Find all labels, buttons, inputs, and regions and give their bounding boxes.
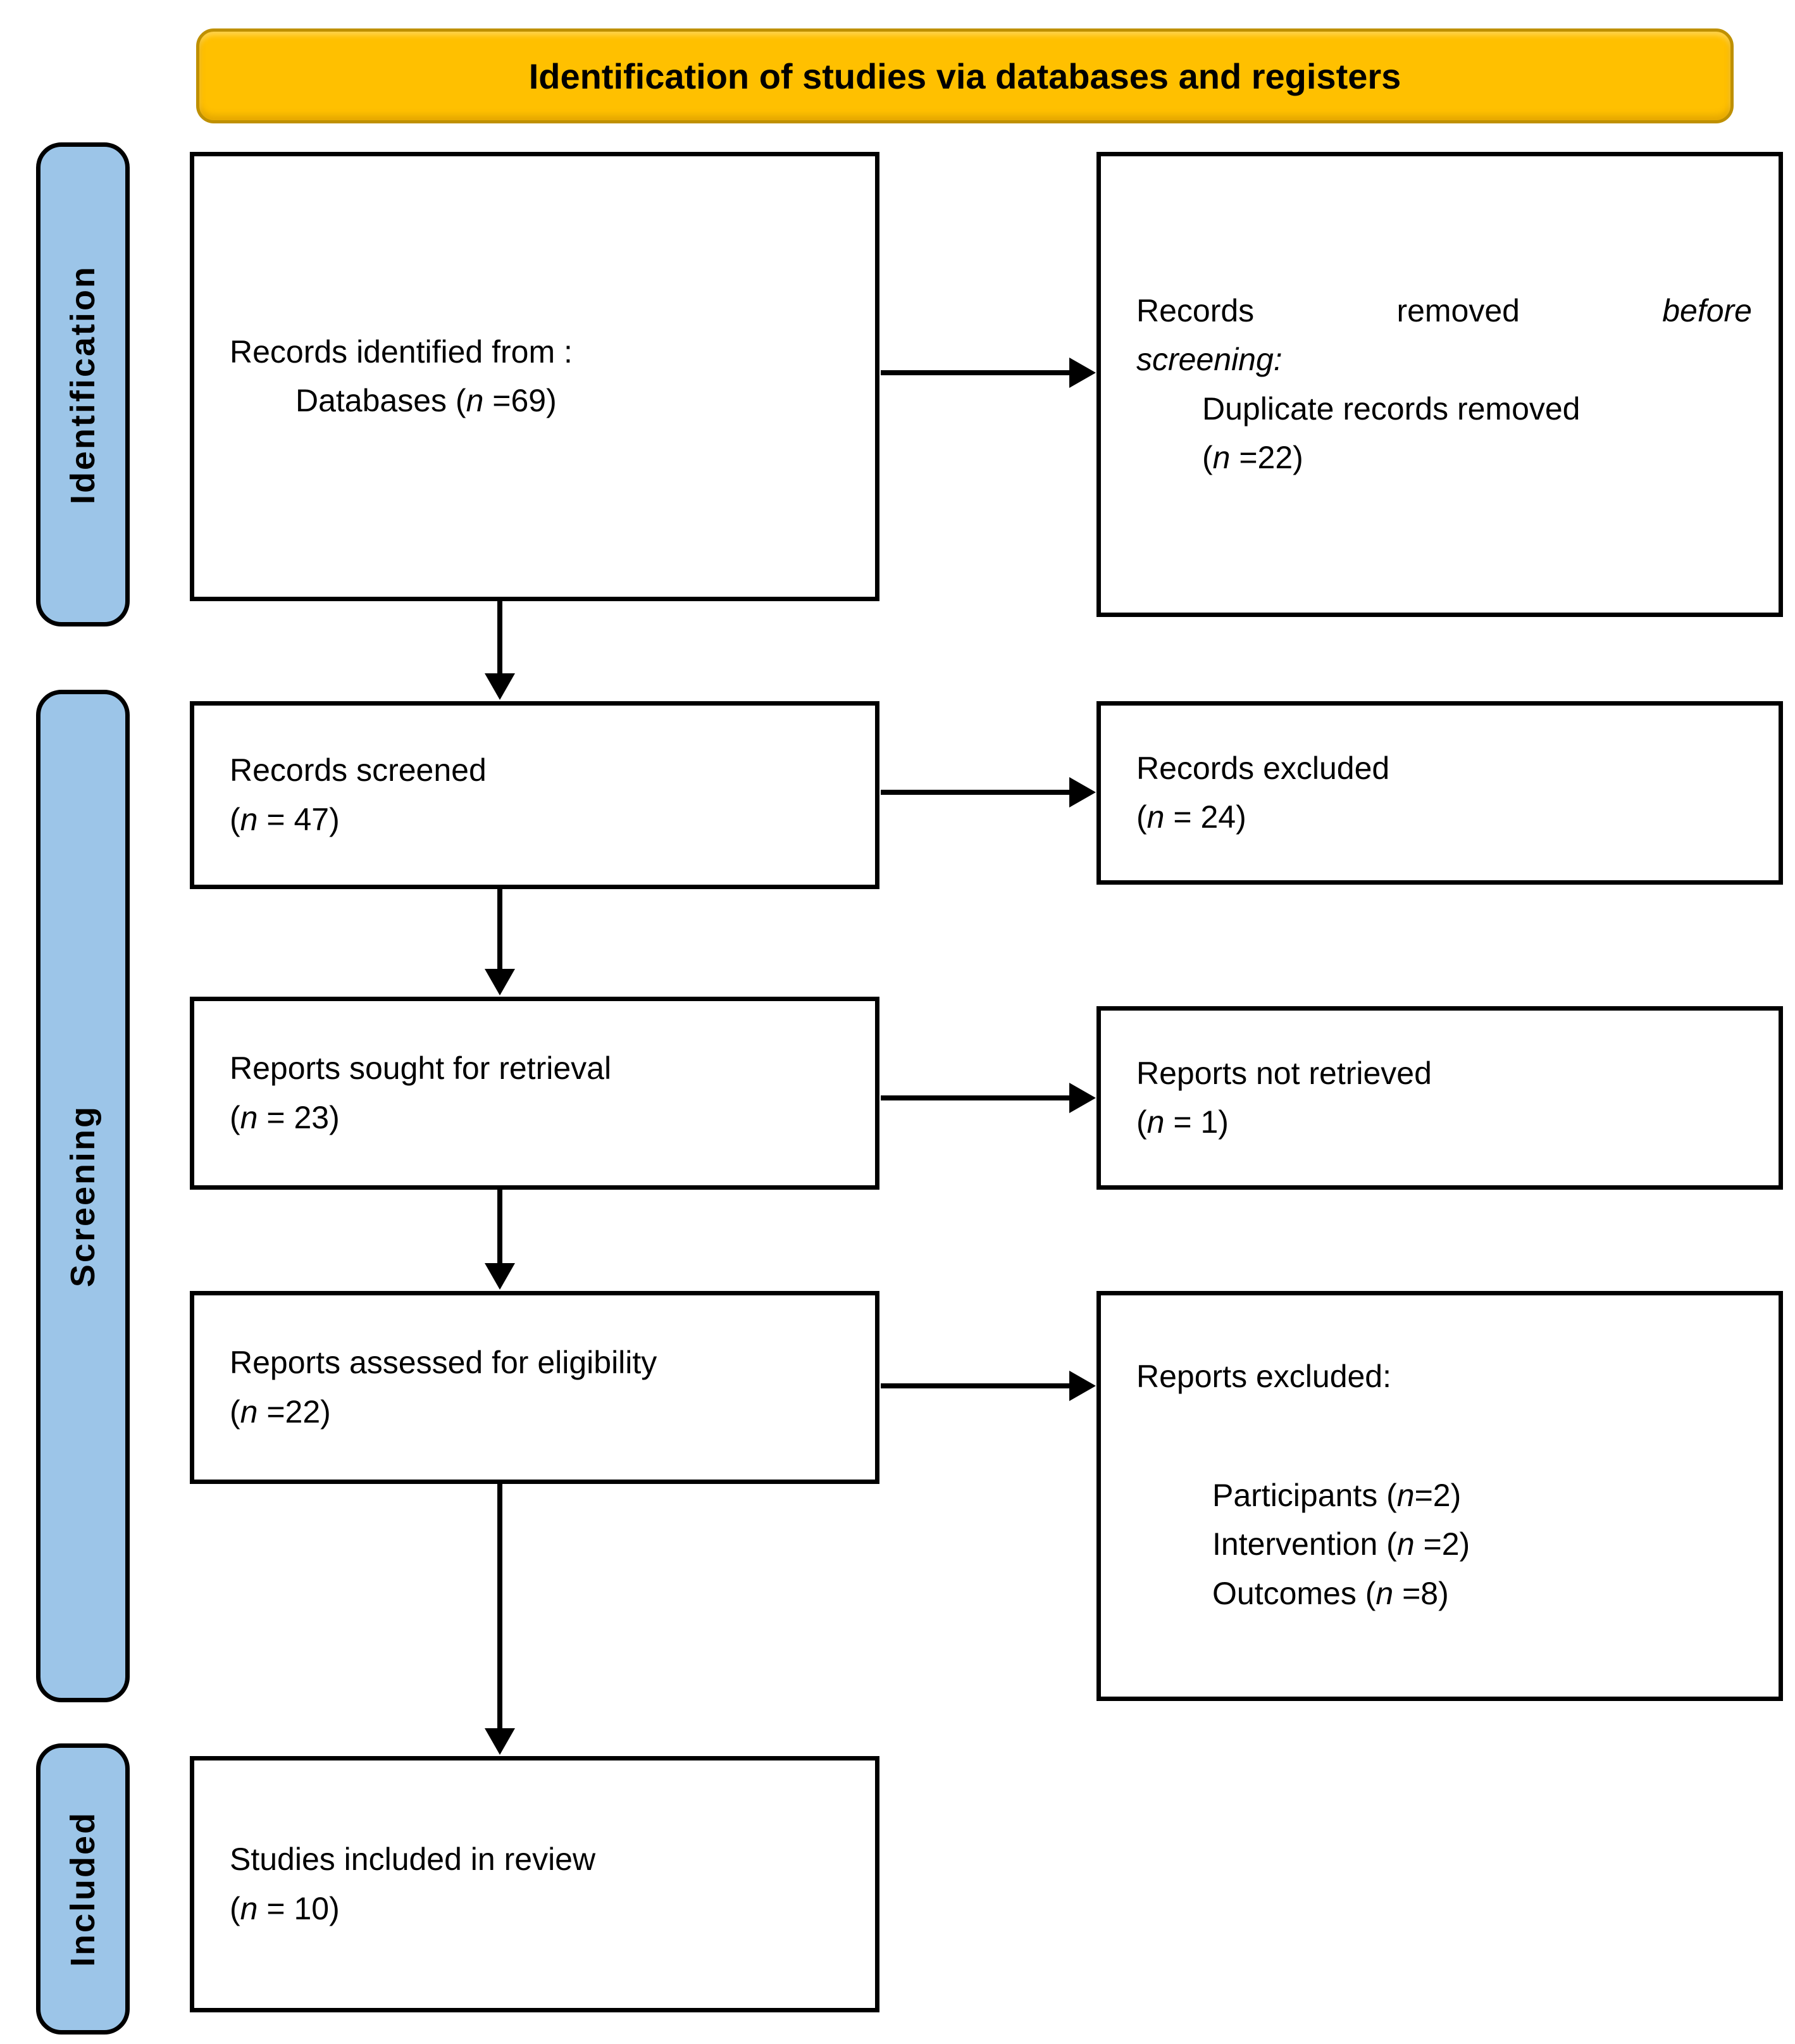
- reports-excluded-line1: Reports excluded:: [1136, 1359, 1392, 1394]
- stage-screening-label: Screening: [64, 1104, 102, 1288]
- records-removed-line1: Records removed before: [1136, 292, 1752, 328]
- records-removed-line2: screening:: [1136, 342, 1283, 377]
- records-removed-line3: Duplicate records removed: [1202, 390, 1581, 427]
- reports-sought-line2: (n = 23): [230, 1099, 340, 1135]
- records-identified-line1: Records identified from :: [230, 333, 573, 370]
- reports-excluded-item-outcomes: Outcomes (n =8): [1212, 1575, 1449, 1611]
- reports-assessed-line2: (n =22): [230, 1393, 331, 1430]
- studies-included-line1: Studies included in review: [230, 1841, 596, 1877]
- diagram-title: Identification of studies via databases …: [528, 56, 1401, 96]
- arrow-right-icon: [881, 1083, 1096, 1113]
- box-records-screened: Records screened (n = 47): [190, 701, 879, 889]
- box-studies-included: Studies included in review (n = 10): [190, 1756, 879, 2012]
- box-records-identified: Records identified from : Databases (n =…: [190, 152, 879, 601]
- arrow-down-icon: [485, 1483, 515, 1755]
- arrow-right-icon: [881, 358, 1096, 388]
- arrow-right-icon: [881, 777, 1096, 807]
- reports-sought-line1: Reports sought for retrieval: [230, 1050, 612, 1086]
- box-reports-not-retrieved: Reports not retrieved (n = 1): [1096, 1006, 1783, 1190]
- stage-included: Included: [36, 1743, 130, 2035]
- arrow-right-icon: [881, 1371, 1096, 1401]
- records-identified-line2: Databases (n =69): [295, 383, 557, 418]
- reports-excluded-item-intervention: Intervention (n =2): [1212, 1526, 1470, 1562]
- box-records-removed: Records removed before screening: Duplic…: [1096, 152, 1783, 617]
- reports-excluded-item-participants: Participants (n=2): [1212, 1477, 1462, 1513]
- box-records-excluded: Records excluded (n = 24): [1096, 701, 1783, 885]
- records-excluded-line1: Records excluded: [1136, 750, 1390, 786]
- reports-not-retrieved-line1: Reports not retrieved: [1136, 1055, 1432, 1091]
- studies-included-line2: (n = 10): [230, 1890, 340, 1926]
- box-reports-assessed: Reports assessed for eligibility (n =22): [190, 1291, 879, 1484]
- arrow-down-icon: [485, 888, 515, 995]
- records-removed-line4: (n =22): [1202, 440, 1303, 475]
- stage-identification: Identification: [36, 142, 130, 626]
- records-screened-line1: Records screened: [230, 752, 487, 788]
- stage-screening: Screening: [36, 690, 130, 1702]
- stage-included-label: Included: [64, 1810, 102, 1967]
- records-excluded-line2: (n = 24): [1136, 799, 1246, 835]
- records-screened-line2: (n = 47): [230, 801, 340, 837]
- box-reports-excluded: Reports excluded: Participants (n=2) Int…: [1096, 1291, 1783, 1701]
- box-reports-sought: Reports sought for retrieval (n = 23): [190, 997, 879, 1190]
- reports-assessed-line1: Reports assessed for eligibility: [230, 1345, 657, 1380]
- arrow-down-icon: [485, 600, 515, 700]
- title-banner: Identification of studies via databases …: [196, 28, 1734, 123]
- arrow-down-icon: [485, 1188, 515, 1290]
- reports-not-retrieved-line2: (n = 1): [1136, 1104, 1229, 1140]
- stage-identification-label: Identification: [64, 265, 102, 504]
